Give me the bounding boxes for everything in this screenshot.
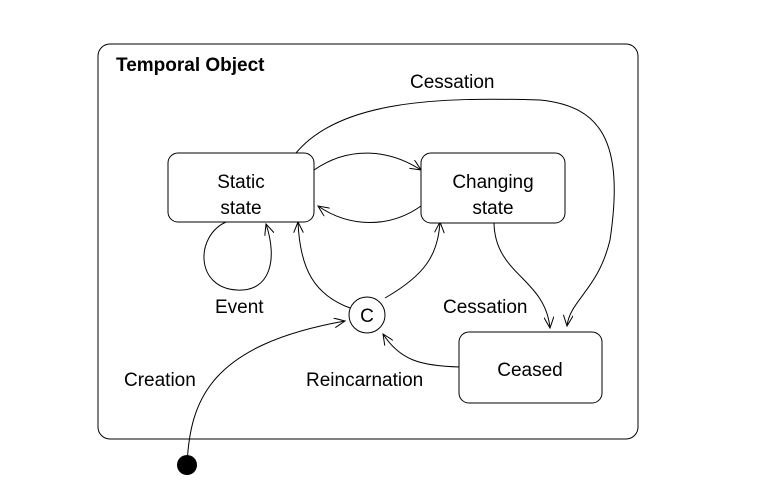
edge-changing-to-static [318, 206, 422, 223]
state-static-label-line2: state [220, 198, 261, 219]
state-changing-label-line2: state [472, 198, 513, 219]
state-static-label-line1: Static [217, 172, 265, 193]
container-title: Temporal Object [116, 55, 265, 76]
state-ceased-label: Ceased [497, 360, 563, 381]
edge-label-cessation-top: Cessation [410, 72, 495, 93]
edge-creation [186, 321, 345, 466]
edge-event-self-loop [203, 221, 271, 291]
edge-cessation-changing-to-ceased [493, 222, 550, 328]
state-ceased [458, 331, 603, 404]
edge-label-cessation-right: Cessation [443, 297, 528, 318]
edge-static-to-changing [313, 152, 421, 170]
state-changing [420, 152, 566, 224]
edge-cessation-static-to-ceased [295, 98, 615, 326]
edge-choice-to-static [298, 222, 351, 309]
state-changing-label-line1: Changing [452, 172, 533, 193]
initial-node [177, 455, 197, 475]
edge-label-reincarnation: Reincarnation [306, 370, 423, 391]
edge-reincarnation-ceased-to-choice [383, 334, 461, 368]
choice-node-label: C [360, 306, 374, 327]
choice-node [348, 296, 386, 334]
edge-label-creation: Creation [124, 370, 196, 391]
edge-choice-to-changing [384, 222, 440, 299]
edge-label-event: Event [215, 297, 264, 318]
state-static [167, 152, 315, 223]
